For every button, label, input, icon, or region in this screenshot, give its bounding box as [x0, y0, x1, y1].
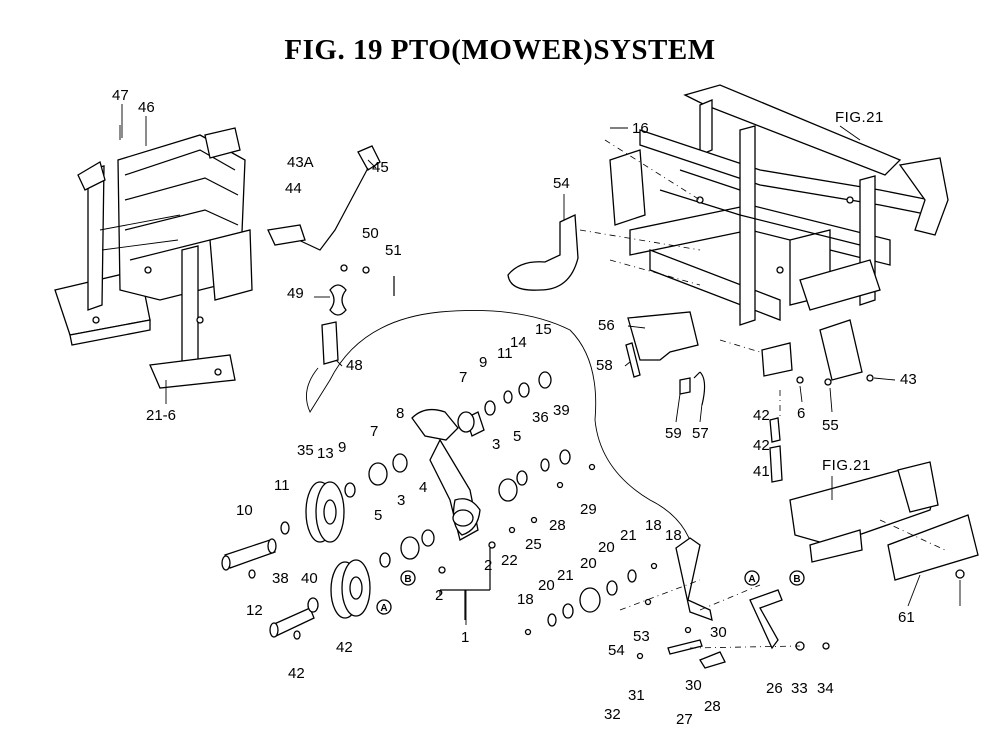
right-main-frame	[579, 84, 949, 420]
part-label: 22	[501, 552, 518, 569]
mark-b-left: B	[404, 574, 411, 585]
part-label: 57	[692, 425, 709, 442]
pto-lever-assembly	[119, 125, 696, 561]
part-label: 21	[557, 567, 574, 584]
part-label: 7	[459, 369, 467, 386]
part-label: 45	[372, 159, 389, 176]
part-label: 2	[484, 557, 492, 574]
leader-lines	[121, 104, 961, 625]
part-label: 35	[297, 442, 314, 459]
part-label: 50	[362, 225, 379, 242]
figure-references: FIG.21 FIG.21	[822, 109, 884, 474]
part-label: 3	[492, 436, 500, 453]
part-label: 41	[753, 463, 770, 480]
part-label: 3	[397, 492, 405, 509]
part-label: 5	[374, 507, 382, 524]
part-label: 51	[385, 242, 402, 259]
part-label: 28	[704, 698, 721, 715]
part-label: 61	[898, 609, 915, 626]
pto-linkage-assembly	[524, 537, 830, 669]
part-label: 15	[535, 321, 552, 338]
mark-b-right: B	[793, 574, 800, 585]
part-label: 12	[246, 602, 263, 619]
part-label: 40	[301, 570, 318, 587]
part-label: 33	[791, 680, 808, 697]
mark-a-right: A	[748, 574, 755, 585]
mower-guard-parts	[507, 214, 874, 483]
part-label: 58	[596, 357, 613, 374]
part-label: 42	[753, 437, 770, 454]
part-label: 30	[685, 677, 702, 694]
reference-label: FIG.21	[835, 109, 884, 126]
part-label: 29	[580, 501, 597, 518]
part-label: 20	[538, 577, 555, 594]
part-label: 31	[628, 687, 645, 704]
part-label: 43	[900, 371, 917, 388]
part-label: 42	[753, 407, 770, 424]
part-label: 20	[598, 539, 615, 556]
part-label: 49	[287, 285, 304, 302]
part-label: 13	[317, 445, 334, 462]
part-label: 11	[497, 345, 513, 362]
part-label: 48	[346, 357, 363, 374]
mark-a-left: A	[380, 603, 387, 614]
part-label: 18	[665, 527, 682, 544]
part-label: 27	[676, 711, 693, 728]
part-label: 18	[517, 591, 534, 608]
part-labels: 47 46 43A 44 45 50 51 49 48 21-6 16 54 5…	[112, 87, 917, 728]
part-label: 21	[620, 527, 637, 544]
part-label: 53	[633, 628, 650, 645]
lower-right-frame	[789, 461, 979, 581]
part-label: 25	[525, 536, 542, 553]
part-label: 7	[370, 423, 378, 440]
part-label: 42	[336, 639, 353, 656]
part-label: 9	[338, 439, 346, 456]
left-frame-bracket	[54, 127, 253, 389]
part-label: 39	[553, 402, 570, 419]
part-label: 9	[479, 354, 487, 371]
part-label: 20	[580, 555, 597, 572]
part-label: 28	[549, 517, 566, 534]
part-label: 54	[553, 175, 570, 192]
part-label: 10	[236, 502, 253, 519]
part-label: 4	[419, 479, 427, 496]
part-label: 8	[396, 405, 404, 422]
part-label: 56	[598, 317, 615, 334]
part-label: 26	[766, 680, 783, 697]
part-label: 47	[112, 87, 129, 104]
part-label: 5	[513, 428, 521, 445]
part-label: 18	[645, 517, 662, 534]
part-label: 30	[710, 624, 727, 641]
part-label: 54	[608, 642, 625, 659]
part-label: 46	[138, 99, 155, 116]
part-label: 21-6	[146, 407, 176, 424]
part-label: 14	[510, 334, 527, 351]
connection-marks: A B A B	[376, 570, 805, 615]
part-label: 16	[632, 120, 649, 137]
part-label: 59	[665, 425, 682, 442]
reference-label: FIG.21	[822, 457, 871, 474]
figure-title: FIG. 19 PTO(MOWER)SYSTEM	[284, 34, 716, 66]
part-label: 44	[285, 180, 302, 197]
pto-housing-assembly	[344, 371, 596, 620]
part-label: 1	[461, 629, 469, 646]
part-label: 11	[274, 477, 290, 494]
part-label: 55	[822, 417, 839, 434]
part-label: 43A	[287, 154, 314, 171]
part-label: 34	[817, 680, 834, 697]
part-label: 6	[797, 405, 805, 422]
part-label: 2	[435, 587, 443, 604]
pulley-shaft-assembly	[221, 481, 371, 640]
part-label: 32	[604, 706, 621, 723]
part-label: 38	[272, 570, 289, 587]
part-label: 36	[532, 409, 549, 426]
part-label: 42	[288, 665, 305, 682]
